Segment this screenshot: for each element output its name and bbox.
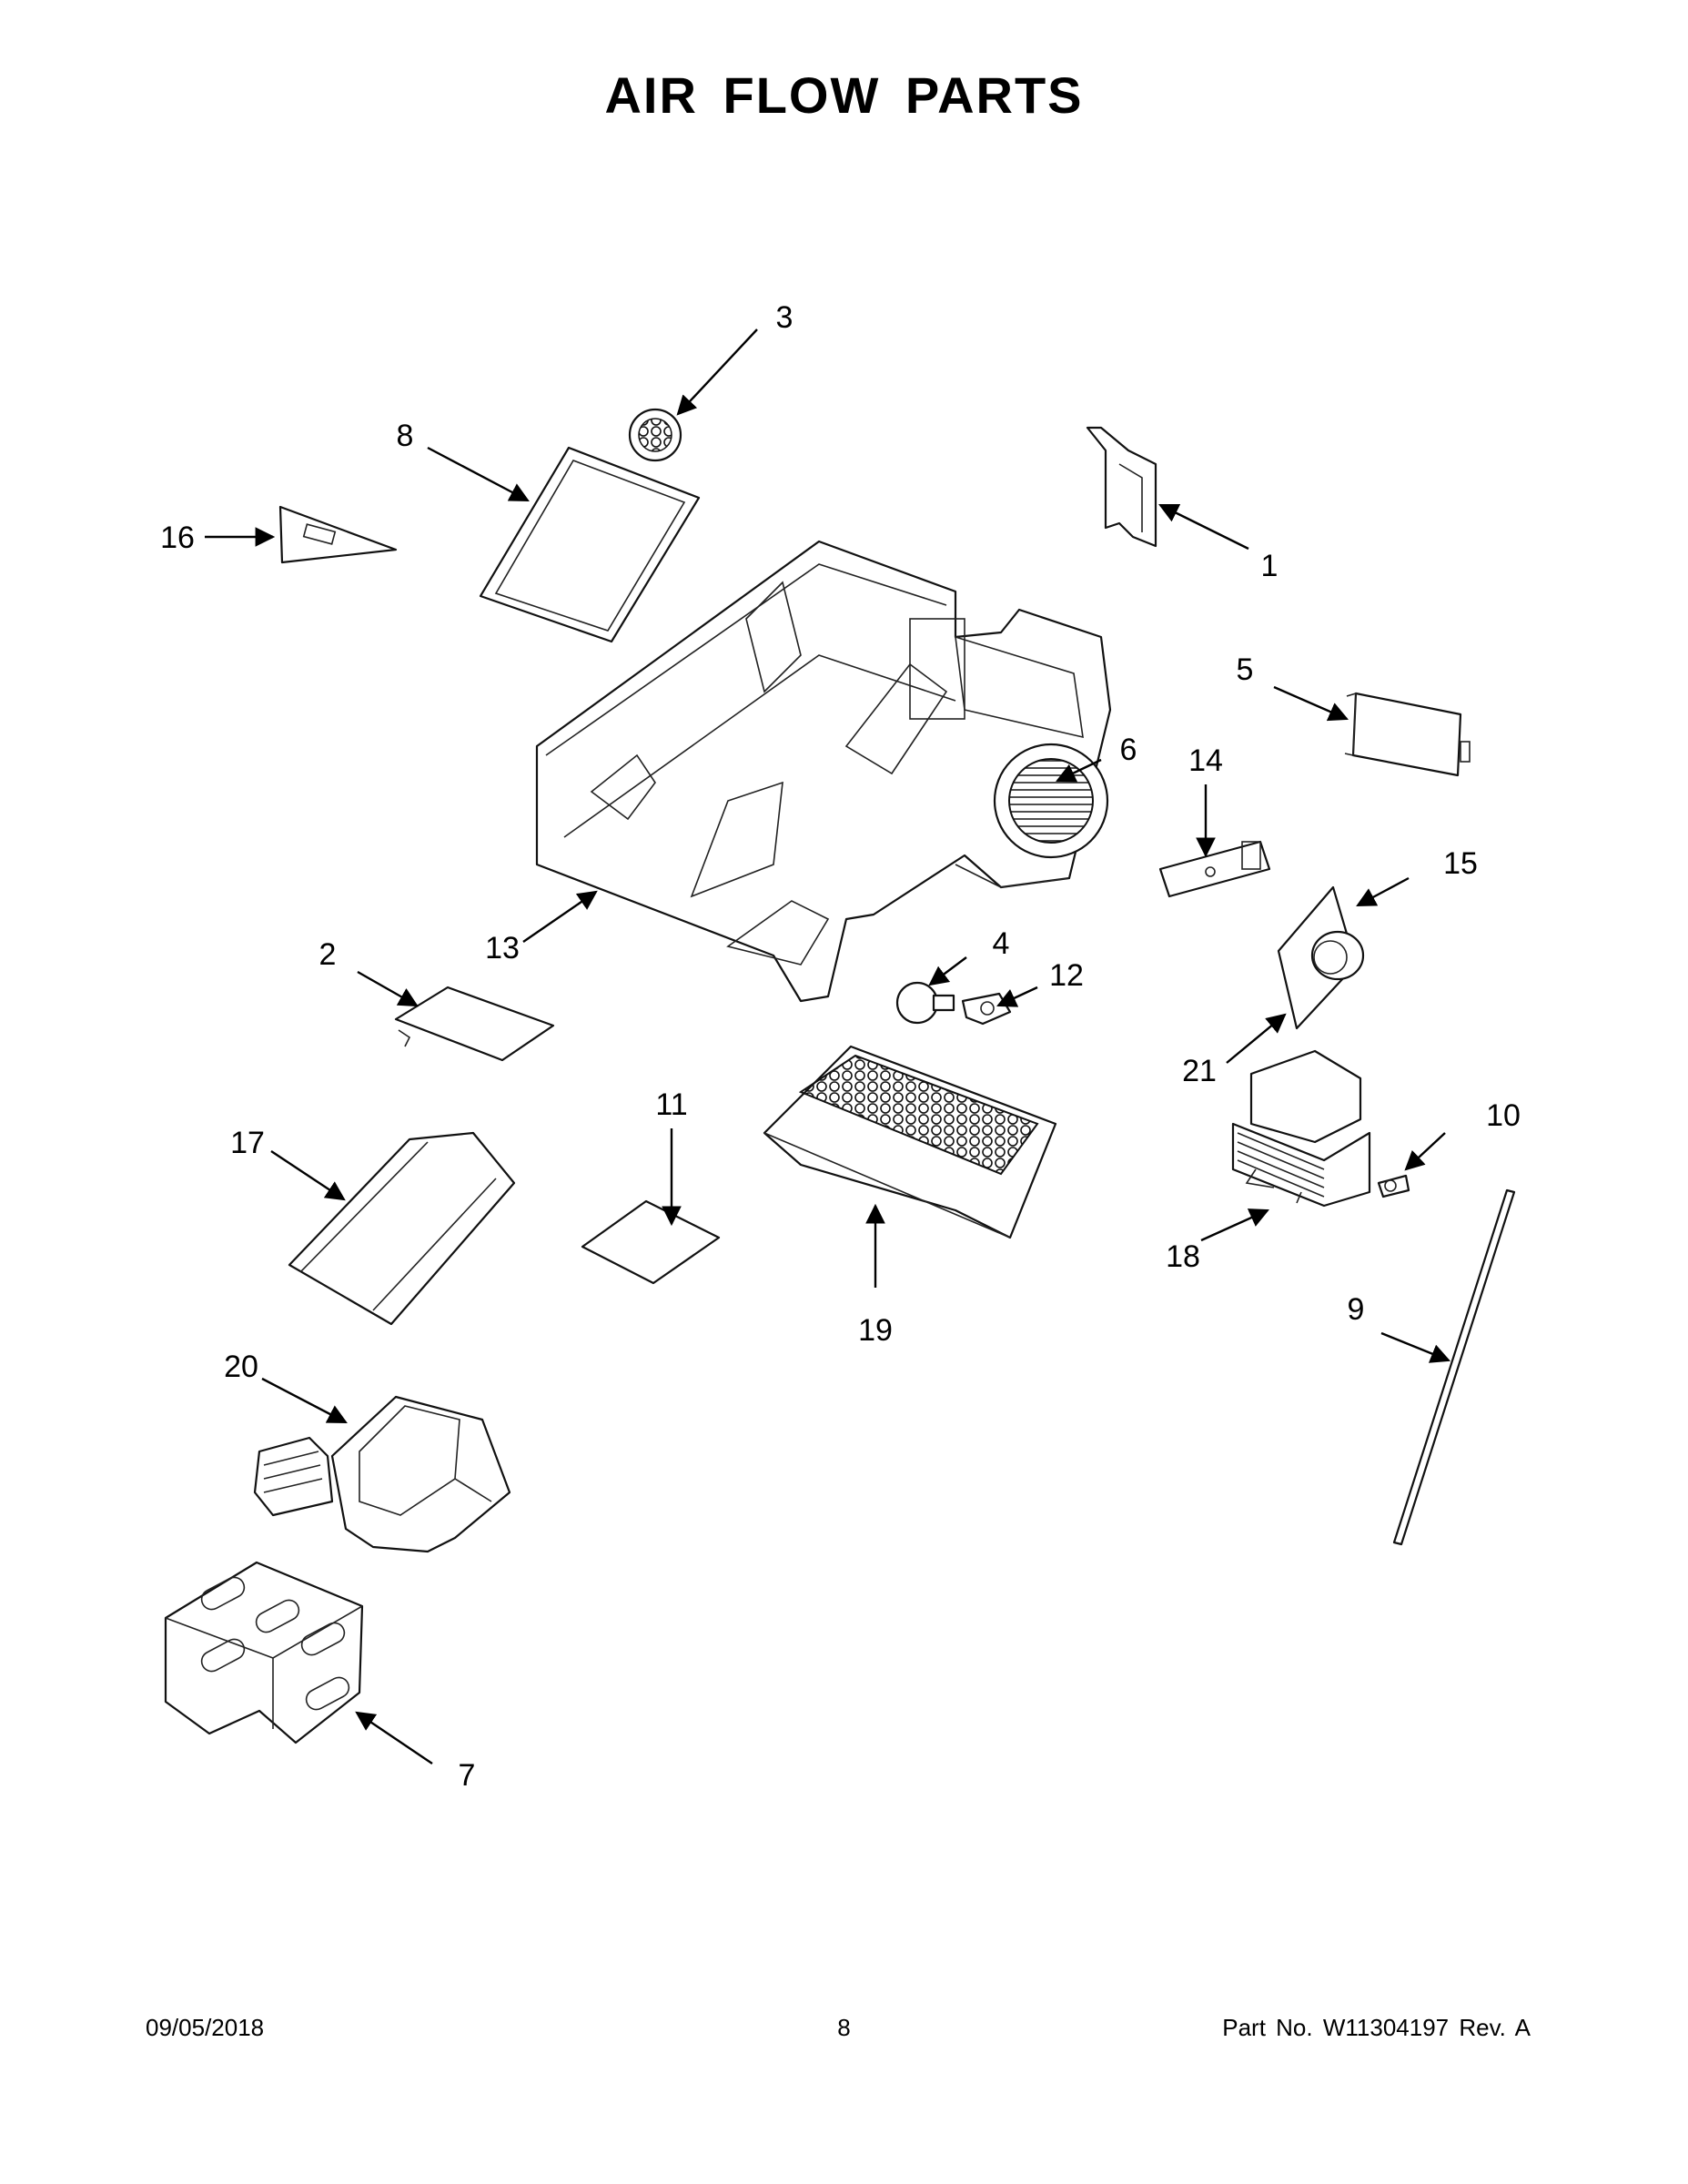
callout-9: 9 [1348, 1292, 1365, 1327]
part-16-plate [278, 505, 398, 564]
part-19-grille-tray [763, 1045, 1057, 1239]
callout-19: 19 [858, 1313, 893, 1348]
part-7-shield-box [164, 1561, 364, 1744]
callout-1: 1 [1261, 549, 1279, 583]
callout-15: 15 [1443, 846, 1478, 881]
part-9-rod [1392, 1188, 1516, 1546]
part-13-air-duct-housing [535, 540, 1112, 1003]
part-4-lamp [895, 981, 955, 1025]
callout-3: 3 [776, 300, 793, 335]
callout-21: 21 [1182, 1054, 1217, 1088]
callout-13: 13 [485, 931, 520, 966]
part-20-damper-assembly [253, 1395, 511, 1553]
callout-11: 11 [655, 1087, 687, 1122]
callout-18: 18 [1166, 1239, 1200, 1274]
footer-date: 09/05/2018 [146, 2014, 265, 2041]
part-1-bracket [1086, 426, 1157, 548]
part-21-motor [1310, 930, 1365, 981]
callout-20: 20 [224, 1350, 258, 1384]
callout-14: 14 [1188, 743, 1223, 778]
callout-8: 8 [397, 419, 414, 453]
part-18-transformer [1231, 1049, 1371, 1208]
callout-16: 16 [160, 521, 195, 555]
footer-part-number: Part No. W11304197 Rev. A [1222, 2014, 1531, 2041]
callout-17: 17 [230, 1126, 265, 1160]
part-5-bracket-plate [1344, 692, 1471, 777]
part-12-lamp-socket [961, 992, 1012, 1026]
part-14-control-board [1158, 840, 1271, 898]
part-17-duct-cover [288, 1131, 516, 1326]
part-11-pad [581, 1199, 721, 1285]
part-2-cover [394, 986, 555, 1062]
callout-7: 7 [459, 1758, 476, 1793]
part-8-filter-frame [479, 446, 701, 643]
callout-6: 6 [1120, 733, 1137, 767]
callout-2: 2 [319, 937, 337, 972]
footer-page-number: 8 [837, 2014, 851, 2041]
callout-4: 4 [993, 926, 1010, 961]
page-title: AIR FLOW PARTS [604, 66, 1084, 124]
callout-labels: 1 2 3 4 5 6 7 8 9 10 11 12 13 14 15 16 1… [160, 300, 1521, 1793]
leader-lines [205, 329, 1451, 1764]
callout-10: 10 [1486, 1098, 1521, 1133]
part-10-thermostat [1377, 1174, 1410, 1198]
callout-5: 5 [1237, 652, 1254, 687]
part-3-fan [628, 408, 682, 462]
callout-12: 12 [1049, 958, 1084, 993]
